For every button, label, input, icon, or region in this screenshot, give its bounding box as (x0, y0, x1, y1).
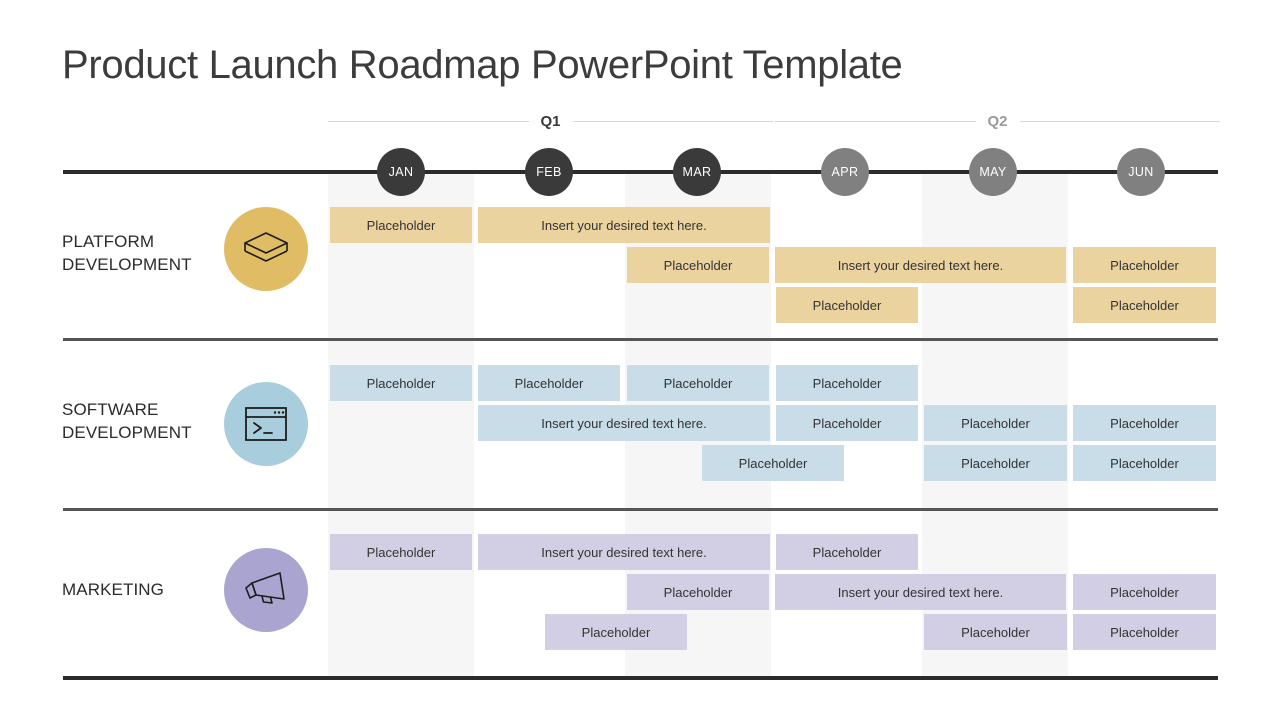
month-marker-jun[interactable]: JUN (1117, 148, 1165, 196)
task-bar[interactable]: Placeholder (1073, 614, 1216, 650)
terminal-icon (224, 382, 308, 466)
task-bar[interactable]: Placeholder (776, 365, 918, 401)
task-bar[interactable]: Placeholder (478, 365, 620, 401)
quarter-group-q2: Q2 (775, 110, 1221, 132)
task-bar[interactable]: Placeholder (1073, 287, 1216, 323)
task-bar[interactable]: Placeholder (627, 574, 769, 610)
quarter-rule-right (572, 120, 774, 122)
task-bar[interactable]: Placeholder (627, 365, 769, 401)
row-label-line: MARKETING (62, 580, 164, 599)
task-bar[interactable]: Placeholder (924, 445, 1067, 481)
task-bar[interactable]: Insert your desired text here. (775, 247, 1066, 283)
task-bar[interactable]: Placeholder (545, 614, 687, 650)
month-marker-apr[interactable]: APR (821, 148, 869, 196)
quarter-group-q1: Q1 (328, 110, 774, 132)
column-stripe (328, 172, 474, 678)
task-bar[interactable]: Placeholder (924, 614, 1067, 650)
task-bar[interactable]: Insert your desired text here. (478, 207, 770, 243)
quarter-label: Q2 (987, 112, 1008, 130)
task-bar[interactable]: Placeholder (924, 405, 1067, 441)
task-bar[interactable]: Placeholder (330, 365, 472, 401)
task-bar[interactable]: Placeholder (702, 445, 844, 481)
timeline-axis (63, 170, 1218, 174)
row-label-line: DEVELOPMENT (62, 255, 192, 274)
quarter-rule-left (328, 120, 529, 122)
row-separator (63, 338, 1218, 341)
row-label-line: DEVELOPMENT (62, 423, 192, 442)
row-label-line: SOFTWARE (62, 400, 159, 419)
quarter-label: Q1 (540, 112, 561, 130)
month-marker-mar[interactable]: MAR (673, 148, 721, 196)
bottom-rule (63, 676, 1218, 680)
quarter-rule-left (775, 120, 976, 122)
row-label-line: PLATFORM (62, 232, 155, 251)
layers-icon (224, 207, 308, 291)
task-bar[interactable]: Placeholder (1073, 405, 1216, 441)
task-bar[interactable]: Insert your desired text here. (478, 405, 770, 441)
task-bar[interactable]: Placeholder (1073, 247, 1216, 283)
megaphone-icon (224, 548, 308, 632)
quarter-rule-right (1019, 120, 1221, 122)
task-bar[interactable]: Placeholder (330, 207, 472, 243)
task-bar[interactable]: Placeholder (776, 534, 918, 570)
task-bar[interactable]: Placeholder (1073, 574, 1216, 610)
task-bar[interactable]: Insert your desired text here. (775, 574, 1066, 610)
task-bar[interactable]: Placeholder (776, 405, 918, 441)
row-label-marketing: MARKETING (62, 578, 232, 601)
row-label-platform-development: PLATFORM DEVELOPMENT (62, 230, 232, 276)
month-marker-jan[interactable]: JAN (377, 148, 425, 196)
row-separator (63, 508, 1218, 511)
month-marker-feb[interactable]: FEB (525, 148, 573, 196)
task-bar[interactable]: Placeholder (627, 247, 769, 283)
task-bar[interactable]: Placeholder (1073, 445, 1216, 481)
page-title: Product Launch Roadmap PowerPoint Templa… (62, 43, 903, 87)
task-bar[interactable]: Insert your desired text here. (478, 534, 770, 570)
row-label-software-development: SOFTWARE DEVELOPMENT (62, 398, 232, 444)
task-bar[interactable]: Placeholder (330, 534, 472, 570)
month-marker-may[interactable]: MAY (969, 148, 1017, 196)
task-bar[interactable]: Placeholder (776, 287, 918, 323)
